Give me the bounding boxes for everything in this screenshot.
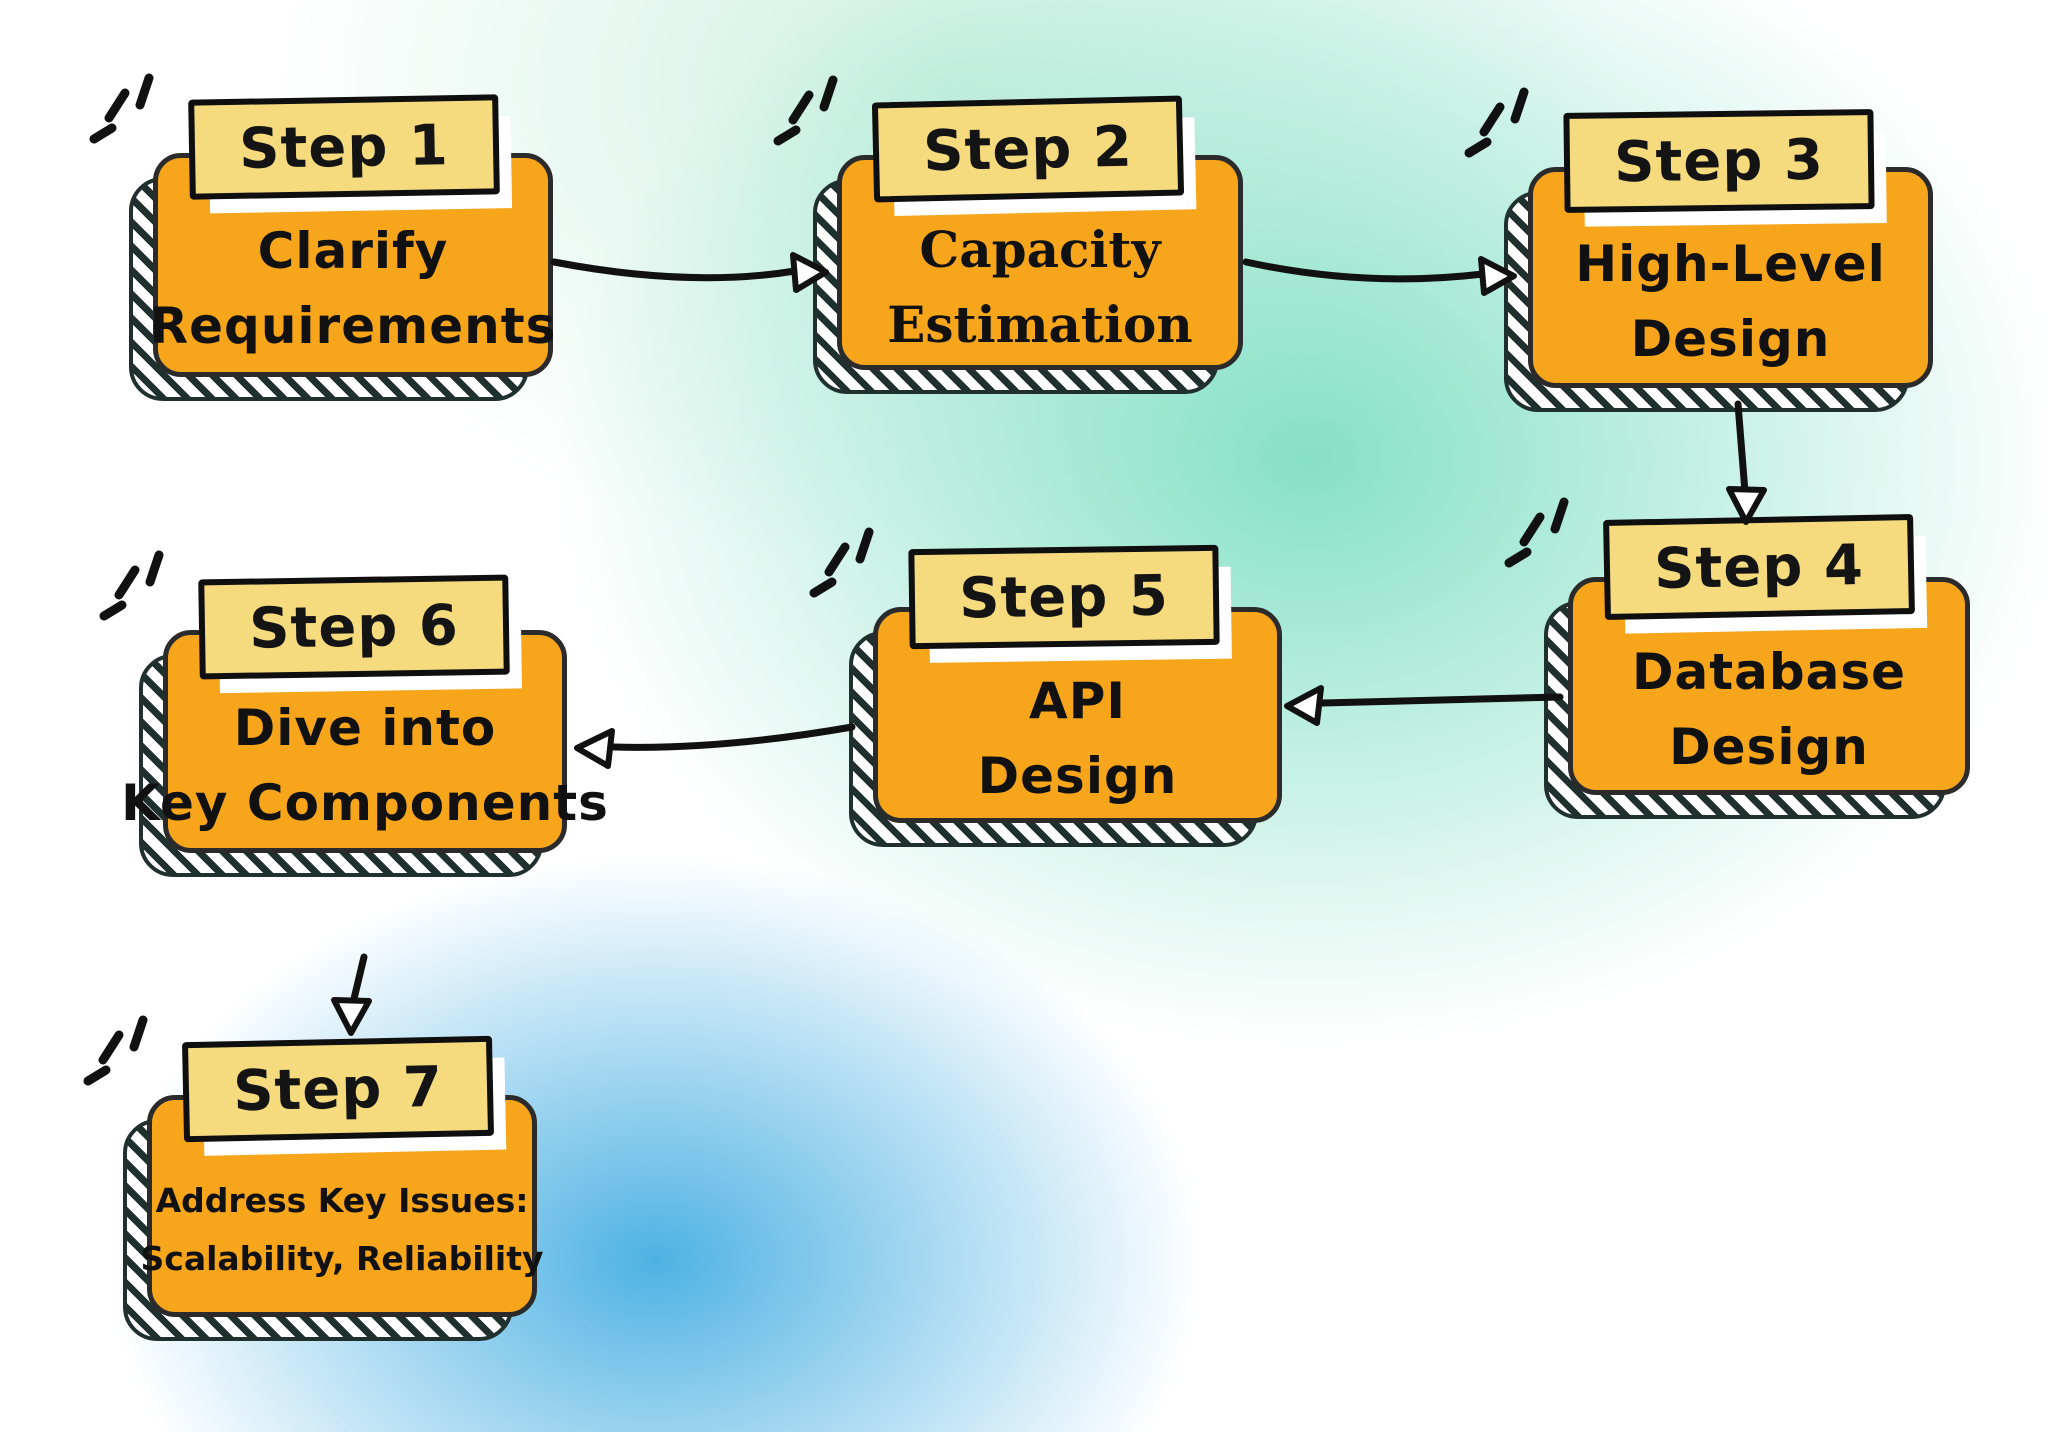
step-1-text-line: Requirements [149,297,557,355]
step-3-text-line: High-Level [1575,234,1886,293]
step-2: Capacity Estimation Step 2 [773,75,1243,394]
step-4: Database Design Step 4 [1504,497,1970,819]
step-3: High-Level Design Step 3 [1464,87,1933,412]
step-4-text-line: Database [1631,643,1907,701]
step-5-tag: Step 5 [908,544,1220,650]
step-2-tag-label: Step 2 [922,114,1134,184]
step-3-tag: Step 3 [1563,109,1875,213]
sparkle-icon [773,75,838,146]
step-1: Clarify Requirements Step 1 [89,73,555,401]
step-4-text-line: Design [1669,718,1869,776]
sparkle-icon [1464,87,1529,158]
step-6-text-line: Key Components [121,773,609,832]
sparkle-icon [89,73,154,144]
step-2-text-line: Capacity [919,219,1161,279]
step-5-text-line: Design [977,747,1178,805]
sparkle-icon [1504,497,1569,568]
arrow-step6-step7 [331,953,372,1036]
step-1-tag: Step 1 [188,94,500,200]
sparkle-icon [83,1015,148,1086]
arrow-step2-step3 [1242,256,1517,296]
step-6-text-line: Dive into [233,698,497,757]
step-7-text-line: Address Key Issues: [155,1181,529,1221]
step-4-tag: Step 4 [1603,514,1915,620]
step-7: Address Key Issues: Scalability, Reliabi… [83,1015,544,1341]
step-1-tag-label: Step 1 [238,112,450,182]
step-7-tag-label: Step 7 [232,1054,444,1124]
arrow-step4-step5 [1284,685,1564,726]
arrow-step1-step2 [550,252,829,293]
step-5-text-line: API [1029,672,1126,730]
step-6-tag: Step 6 [198,574,510,680]
step-1-text-line: Clarify [257,222,449,280]
step-5-tag-label: Step 5 [958,563,1170,631]
sparkle-icon [809,527,874,598]
step-2-tag: Step 2 [871,95,1185,203]
step-4-tag-label: Step 4 [1653,532,1865,602]
step-5: API Design Step 5 [809,527,1282,847]
step-6-tag-label: Step 6 [248,592,460,662]
step-6: Dive into Key Components Step 6 [99,550,608,877]
step-2-text-line: Estimation [887,294,1193,354]
step-7-text-line: Scalability, Reliability [140,1239,544,1278]
step-3-text-line: Design [1630,309,1831,368]
arrow-step3-step4 [1726,400,1767,525]
sparkle-icon [99,550,164,621]
step-3-tag-label: Step 3 [1613,127,1825,195]
step-7-tag: Step 7 [181,1035,495,1143]
arrow-step5-step6 [574,723,856,769]
